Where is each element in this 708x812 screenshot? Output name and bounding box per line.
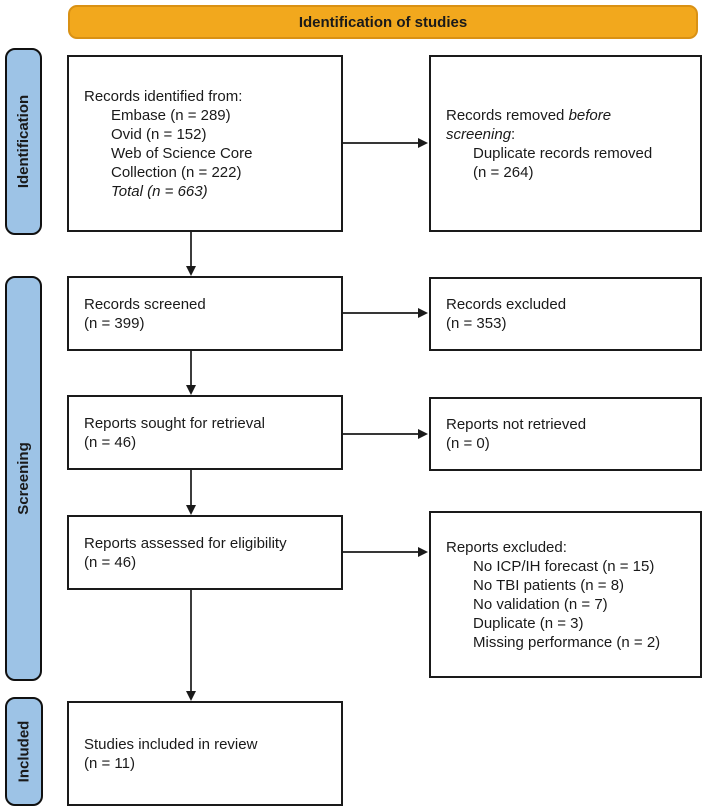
- box-text-line: Studies included in review: [84, 735, 258, 753]
- stage-included-label: Included: [15, 720, 33, 783]
- box-count-line: (n = 399): [84, 314, 145, 332]
- stage-identification: Identification: [5, 48, 42, 235]
- box-text-line: Missing performance (n = 2): [473, 633, 661, 651]
- stage-included: Included: [5, 697, 43, 806]
- box-text-line: Reports assessed for eligibility: [84, 534, 287, 552]
- box-records-excluded: Records excluded (n = 353): [429, 277, 702, 351]
- box-text-line: No validation (n = 7): [473, 595, 608, 613]
- heading-normal-text: Records removed: [446, 106, 565, 124]
- box-count-line: (n = 46): [84, 553, 137, 571]
- box-reports-not-retrieved: Reports not retrieved (n = 0): [429, 397, 702, 471]
- heading-normal-text: :: [511, 125, 516, 143]
- heading-italic-text: screening: [446, 125, 512, 143]
- box-text-line: Collection (n = 222): [111, 163, 242, 181]
- box-heading: Records identified from:: [84, 87, 243, 105]
- box-text-line: Reports sought for retrieval: [84, 414, 265, 432]
- box-total-line: Total (n = 663): [111, 182, 208, 200]
- box-text-line: (n = 264): [473, 163, 534, 181]
- box-heading: screening:: [446, 125, 694, 144]
- box-text-line: No ICP/IH forecast (n = 15): [473, 557, 655, 575]
- stage-screening: Screening: [5, 276, 42, 681]
- box-count-line: (n = 353): [446, 315, 507, 332]
- box-text-line: Web of Science Core: [111, 144, 253, 162]
- box-records-removed-before-screening: Records removed before screening: Duplic…: [429, 55, 702, 232]
- heading-italic-text: before: [568, 106, 612, 124]
- box-text-line: Embase (n = 289): [111, 106, 231, 124]
- box-text-line: No TBI patients (n = 8): [473, 576, 625, 594]
- stage-identification-label: Identification: [15, 94, 32, 189]
- stage-screening-label: Screening: [15, 442, 32, 515]
- box-records-identified: Records identified from: Embase (n = 289…: [67, 55, 343, 232]
- box-records-screened: Records screened (n = 399): [67, 276, 343, 351]
- box-reports-excluded-reasons: Reports excluded: No ICP/IH forecast (n …: [429, 511, 702, 678]
- box-text-line: Duplicate (n = 3): [473, 614, 584, 632]
- box-count-line: (n = 46): [84, 433, 137, 451]
- box-heading: Records removed before: [446, 106, 694, 125]
- box-text-line: Records excluded: [446, 296, 567, 313]
- box-text-line: Reports not retrieved: [446, 416, 587, 433]
- box-text-line: Duplicate records removed: [473, 144, 653, 162]
- box-reports-assessed: Reports assessed for eligibility (n = 46…: [67, 515, 343, 590]
- box-text-line: Records screened: [84, 295, 206, 313]
- box-count-line: (n = 0): [446, 435, 490, 452]
- box-count-line: (n = 11): [84, 754, 135, 772]
- box-studies-included: Studies included in review (n = 11): [67, 701, 343, 806]
- box-heading: Reports excluded:: [446, 538, 567, 556]
- box-reports-sought: Reports sought for retrieval (n = 46): [67, 395, 343, 470]
- box-text-line: Ovid (n = 152): [111, 125, 207, 143]
- banner-identification-of-studies: Identification of studies: [68, 5, 698, 39]
